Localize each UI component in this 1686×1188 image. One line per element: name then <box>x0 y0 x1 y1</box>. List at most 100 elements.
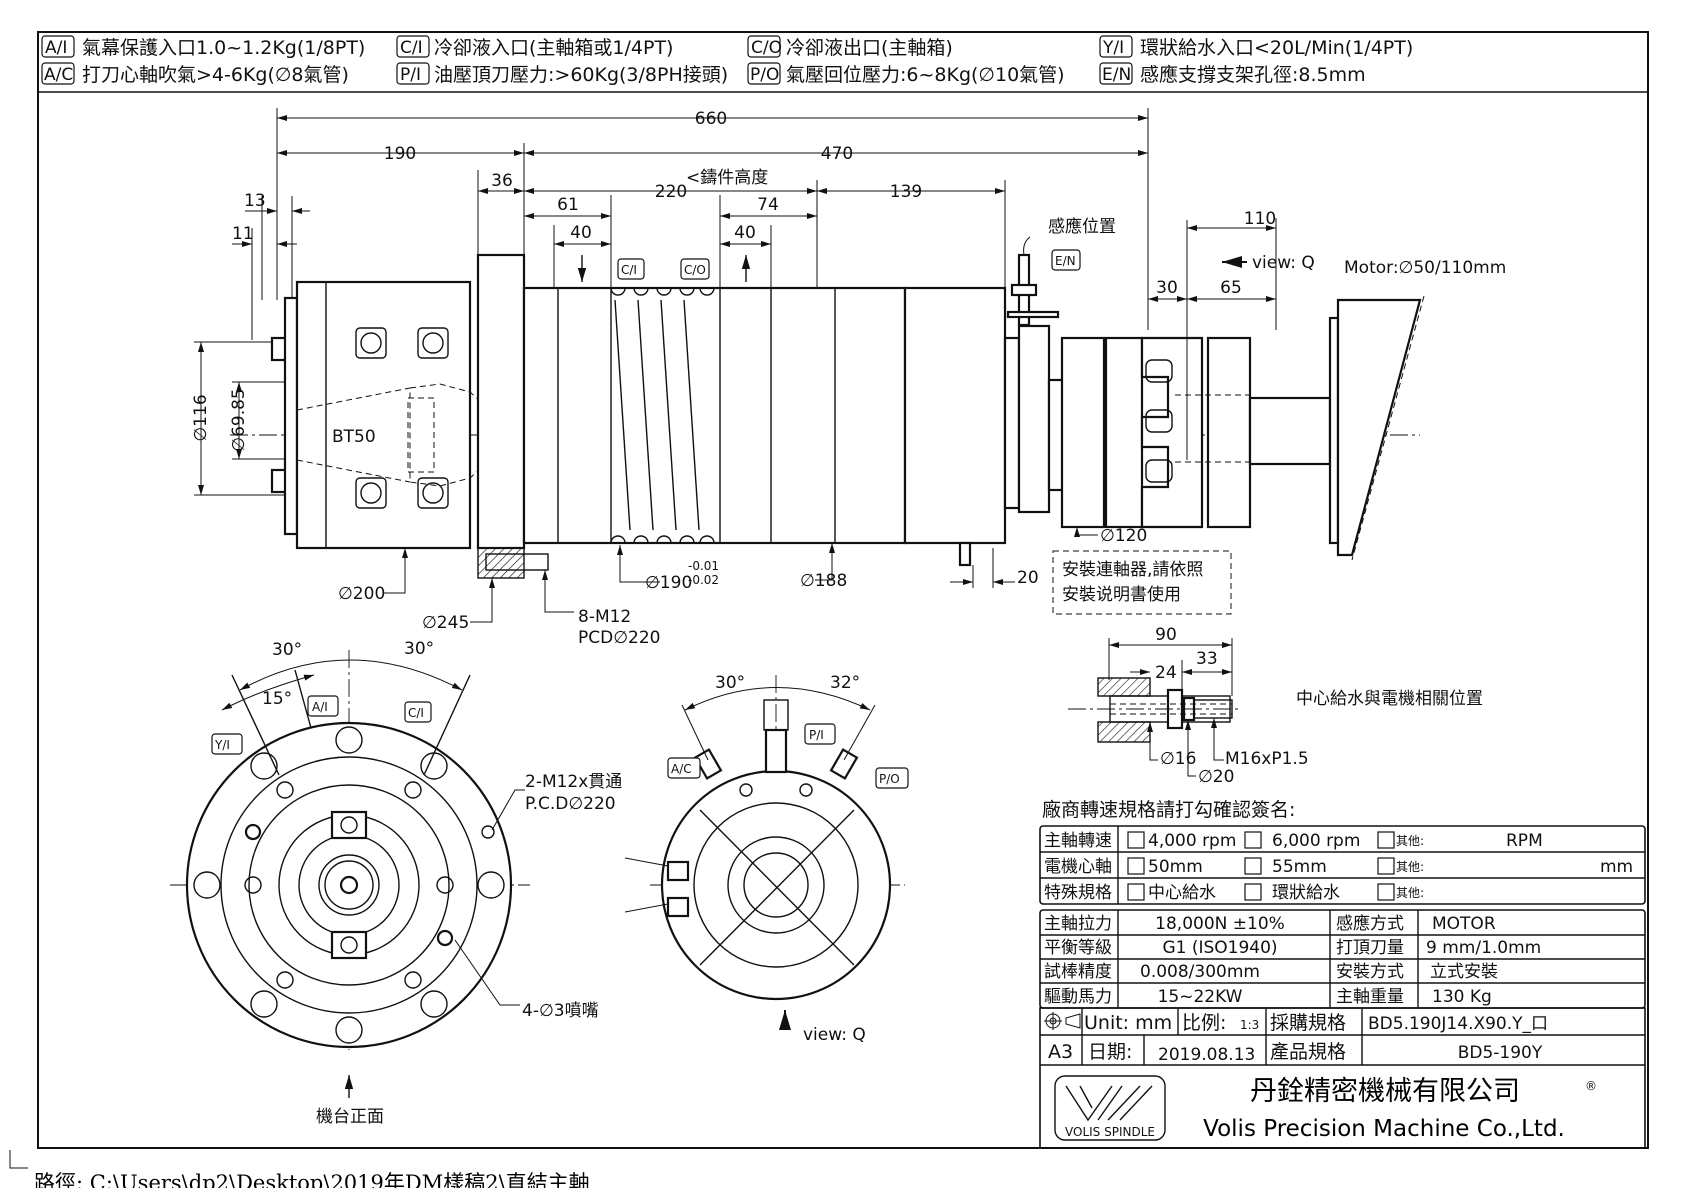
port-tag-en: E/N <box>1055 254 1076 268</box>
checkbox-other-shaft[interactable] <box>1377 857 1395 875</box>
motor-label: Motor:∅50/110mm <box>1344 258 1506 278</box>
dim-phi120: ∅120 <box>1100 526 1147 546</box>
legend-code-box <box>1099 62 1133 85</box>
check-row-label: 主軸轉速 <box>1044 831 1112 851</box>
bolt-holes <box>193 726 505 1044</box>
legend-code: P/I <box>400 65 421 85</box>
speed-check-table: 廠商轉速規格請打勾確認簽名: 主軸轉速 4,000 rpm 6,000 rpm … <box>1039 798 1646 905</box>
spec-value: 18,000N ±10% <box>1155 914 1285 934</box>
dim-24: 24 <box>1155 663 1177 683</box>
bolt-spec: 8-M12 <box>578 607 631 627</box>
dim-190: 190 <box>384 144 416 164</box>
taper-label: BT50 <box>332 427 376 447</box>
scale-label: 比例: <box>1182 1012 1226 1034</box>
legend-code: A/C <box>44 65 73 85</box>
other-label: 其他: <box>1396 886 1424 900</box>
checkbox-other-special[interactable] <box>1377 883 1395 901</box>
legend-text: 環狀給水入口<20L/Min(1/4PT) <box>1140 37 1413 59</box>
legend-code: P/O <box>750 65 779 85</box>
checkbox-4000rpm[interactable] <box>1127 831 1145 849</box>
motor-housing <box>903 286 1007 545</box>
checkbox-50mm[interactable] <box>1127 857 1145 875</box>
purchase-spec-value: BD5.190J14.X90.Y_口 <box>1368 1014 1548 1034</box>
other-label: 其他: <box>1396 860 1424 874</box>
spec-label: 感應方式 <box>1336 913 1404 934</box>
view-q-label: view: Q <box>1252 253 1315 273</box>
spec-value: 9 mm/1.0mm <box>1426 938 1541 958</box>
port-tag-ac: A/C <box>671 762 692 776</box>
dim-660: 660 <box>695 109 727 129</box>
tool-taper-hidden <box>296 383 491 487</box>
through-holes-pcd: P.C.D∅220 <box>525 794 616 814</box>
dim-phi245: ∅245 <box>422 613 469 633</box>
option-label: 中心給水 <box>1148 883 1216 903</box>
legend-text: 冷卻液出口(主軸箱) <box>786 37 953 59</box>
product-spec-value: BD5-190Y <box>1458 1043 1543 1063</box>
tolerance-lower: -0.02 <box>688 573 719 587</box>
spec-table: 主軸拉力 18,000N ±10% 感應方式 MOTOR 平衡等級 G1 (IS… <box>1039 909 1646 1009</box>
option-label: 4,000 rpm <box>1148 831 1236 851</box>
angle-30: 30° <box>404 639 434 659</box>
dimension-lines <box>194 115 1148 496</box>
spec-label: 打頂刀量 <box>1336 938 1404 958</box>
dim-110: 110 <box>1244 209 1276 229</box>
detail-caption: 中心給水與電機相關位置 <box>1296 689 1483 709</box>
spec-label: 試棒精度 <box>1044 962 1112 982</box>
nozzles-spec: 4-∅3噴嘴 <box>522 1001 599 1021</box>
coupling-note-box <box>1052 550 1232 615</box>
company-name-cn: 丹銓精密機械有限公司 <box>1250 1076 1520 1107</box>
center-coolant-detail: 90 24 33 ∅16 ∅20 M16xP1.5 中心給水與電機相關位置 <box>1068 625 1483 787</box>
option-label: 6,000 rpm <box>1272 831 1360 851</box>
legend-text: 氣幕保護入口1.0~1.2Kg(1/8PT) <box>82 37 365 59</box>
dim-61: 61 <box>557 195 579 215</box>
company-logo: VOLIS SPINDLE <box>1054 1075 1166 1141</box>
checkbox-ring-coolant[interactable] <box>1244 883 1262 901</box>
port-tag-po: P/O <box>879 772 900 786</box>
machine-front-label: 機台正面 <box>316 1107 384 1127</box>
nose-plate <box>283 296 299 536</box>
rear-cap <box>1003 336 1021 510</box>
coupling-note-line: 安裝連軸器,請依照 <box>1062 560 1203 580</box>
date-label: 日期: <box>1088 1041 1132 1063</box>
legend-code-box <box>1099 35 1133 58</box>
legend-code: E/N <box>1102 65 1131 85</box>
title-block: Unit: mm 比例: 1:3 採購規格 BD5.190J14.X90.Y_口… <box>1039 1007 1646 1149</box>
spec-label: 平衡等級 <box>1044 938 1112 958</box>
dim-470: 470 <box>821 144 853 164</box>
spec-value: 15~22KW <box>1158 987 1243 1007</box>
legend-code-box <box>396 62 430 85</box>
legend-code: C/O <box>751 38 782 58</box>
dim-40: 40 <box>734 223 756 243</box>
checkbox-6000rpm[interactable] <box>1244 831 1262 849</box>
product-spec-label: 產品規格 <box>1270 1041 1346 1063</box>
tolerance-upper: -0.01 <box>688 559 719 573</box>
other-label: 其他: <box>1396 834 1424 848</box>
legend-code-box <box>747 62 781 85</box>
dim-phi16: ∅16 <box>1160 749 1196 769</box>
dim-40: 40 <box>570 223 592 243</box>
checkbox-center-coolant[interactable] <box>1127 883 1145 901</box>
legend-text: 打刀心軸吹氣>4-6Kg(∅8氣管) <box>82 64 349 86</box>
checkbox-other-rpm[interactable] <box>1377 831 1395 849</box>
dim-phi188: ∅188 <box>800 571 847 591</box>
motor-shaft <box>1248 396 1332 466</box>
rear-ring <box>1017 324 1051 514</box>
sensor-position-label: 感應位置 <box>1048 216 1116 237</box>
coupling-note-line: 安裝说明書使用 <box>1062 584 1181 605</box>
spec-value: MOTOR <box>1432 914 1496 934</box>
port-tag-ci: C/I <box>408 706 424 720</box>
drive-key <box>270 336 288 362</box>
unit-label: Unit: mm <box>1084 1012 1172 1034</box>
leaders <box>384 218 1277 623</box>
legend-text: 感應支撐支架孔徑:8.5mm <box>1140 63 1366 86</box>
rear-ports <box>624 699 859 918</box>
legend-code-box <box>41 35 75 58</box>
coupling <box>1060 336 1252 529</box>
unit-label: RPM <box>1506 831 1543 851</box>
dim-11: 11 <box>232 224 254 244</box>
dim-90: 90 <box>1155 625 1177 645</box>
dim-phi116: ∅116 <box>191 394 211 441</box>
checkbox-55mm[interactable] <box>1244 857 1262 875</box>
dim-13: 13 <box>244 191 266 211</box>
legend-code: Y/I <box>1102 38 1124 58</box>
